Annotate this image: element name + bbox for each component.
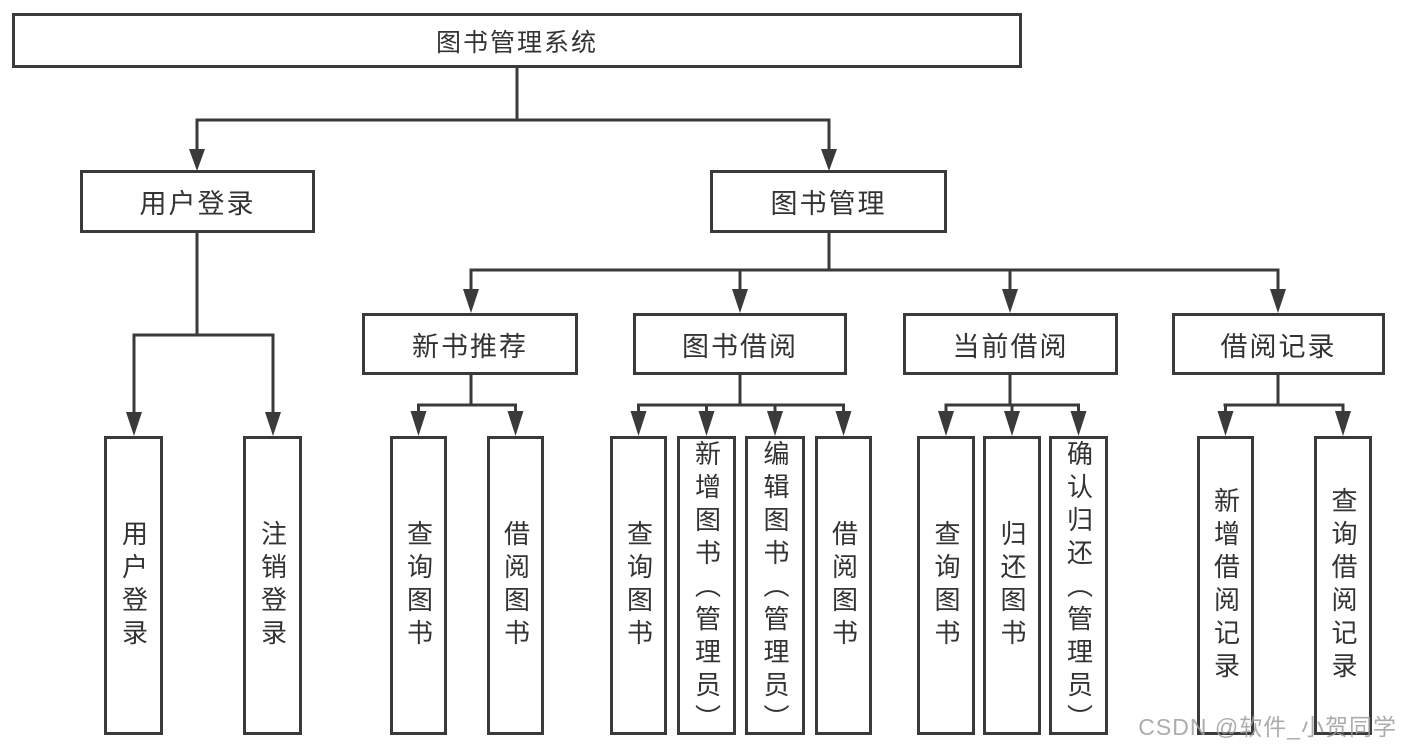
arrowhead bbox=[189, 149, 837, 171]
connector-current-borrow-to-leaves bbox=[938, 375, 1087, 436]
node-leaf-user-login-label: 用户登录 bbox=[118, 519, 149, 652]
node-leaf-cb-return-books: 归还图书 bbox=[983, 436, 1041, 735]
connector-line bbox=[132, 233, 275, 415]
csdn-watermark: CSDN @软件_小贺同学 bbox=[1138, 714, 1397, 740]
node-leaf-user-login: 用户登录 bbox=[104, 436, 163, 735]
connector-line bbox=[469, 233, 1280, 291]
node-book-mgmt: 图书管理 bbox=[710, 170, 947, 233]
node-leaf-bb-add-books-admin: 新增图书（管理员） bbox=[677, 436, 736, 737]
arrowhead bbox=[463, 289, 1286, 313]
node-leaf-bb-add-books-admin-label: 新增图书（管理员） bbox=[691, 439, 722, 737]
node-book-mgmt-label: 图书管理 bbox=[770, 189, 887, 219]
node-leaf-bb-edit-books-admin: 编辑图书（管理员） bbox=[745, 436, 805, 737]
connector-borrow-records-to-leaves bbox=[1217, 375, 1351, 436]
node-leaf-cb-query-books: 查询图书 bbox=[917, 436, 975, 735]
node-leaf-bb-query-books-label: 查询图书 bbox=[623, 519, 654, 652]
connector-line bbox=[195, 68, 831, 151]
node-leaf-rec-borrow-books: 借阅图书 bbox=[487, 436, 544, 735]
node-current-borrow: 当前借阅 bbox=[903, 313, 1118, 375]
node-current-borrow-label: 当前借阅 bbox=[952, 331, 1069, 362]
node-leaf-bb-edit-books-admin-label: 编辑图书（管理员） bbox=[760, 439, 790, 737]
node-leaf-bb-query-books: 查询图书 bbox=[610, 436, 667, 735]
arrowhead bbox=[410, 411, 524, 436]
node-leaf-bb-borrow-books: 借阅图书 bbox=[815, 436, 872, 735]
node-leaf-cb-return-books-label: 归还图书 bbox=[997, 519, 1027, 652]
node-leaf-br-add-record: 新增借阅记录 bbox=[1197, 436, 1254, 735]
node-user-login-label: 用户登录 bbox=[139, 189, 256, 219]
connector-book-borrow-to-leaves bbox=[630, 375, 852, 436]
node-leaf-rec-borrow-books-label: 借阅图书 bbox=[500, 519, 531, 652]
connector-line bbox=[637, 375, 845, 413]
node-leaf-logout-label: 注销登录 bbox=[257, 519, 288, 652]
node-leaf-cb-query-books-label: 查询图书 bbox=[931, 519, 961, 652]
node-root: 图书管理系统 bbox=[12, 13, 1022, 68]
connector-root-to-level2 bbox=[189, 68, 837, 171]
connector-user-login-to-leaves bbox=[126, 233, 281, 436]
connector-line bbox=[417, 375, 517, 413]
node-book-borrow-label: 图书借阅 bbox=[682, 331, 798, 362]
arrowhead bbox=[126, 412, 281, 436]
node-borrow-records-label: 借阅记录 bbox=[1220, 331, 1337, 362]
node-leaf-bb-borrow-books-label: 借阅图书 bbox=[828, 519, 859, 652]
node-new-book-rec-label: 新书推荐 bbox=[412, 331, 528, 362]
node-leaf-rec-query-books-label: 查询图书 bbox=[403, 519, 434, 652]
connector-line bbox=[944, 375, 1080, 413]
arrowhead bbox=[630, 411, 852, 436]
arrowhead bbox=[938, 411, 1087, 436]
node-leaf-rec-query-books: 查询图书 bbox=[390, 436, 447, 735]
node-leaf-logout: 注销登录 bbox=[243, 436, 302, 735]
node-leaf-br-query-record-label: 查询借阅记录 bbox=[1328, 486, 1358, 685]
node-book-borrow: 图书借阅 bbox=[633, 313, 847, 375]
node-leaf-br-add-record-label: 新增借阅记录 bbox=[1210, 486, 1241, 685]
node-root-label: 图书管理系统 bbox=[435, 28, 598, 57]
node-new-book-rec: 新书推荐 bbox=[362, 313, 578, 375]
node-leaf-br-query-record: 查询借阅记录 bbox=[1314, 436, 1372, 735]
node-leaf-cb-confirm-return-admin: 确认归还（管理员） bbox=[1049, 436, 1108, 737]
node-leaf-cb-confirm-return-admin-label: 确认归还（管理员） bbox=[1063, 439, 1094, 737]
connector-line bbox=[1223, 375, 1345, 413]
node-user-login: 用户登录 bbox=[80, 170, 315, 233]
connector-book-mgmt-to-level3 bbox=[463, 233, 1286, 313]
arrowhead bbox=[1217, 411, 1351, 436]
connector-new-book-rec-to-leaves bbox=[410, 375, 524, 436]
node-borrow-records: 借阅记录 bbox=[1172, 313, 1385, 375]
